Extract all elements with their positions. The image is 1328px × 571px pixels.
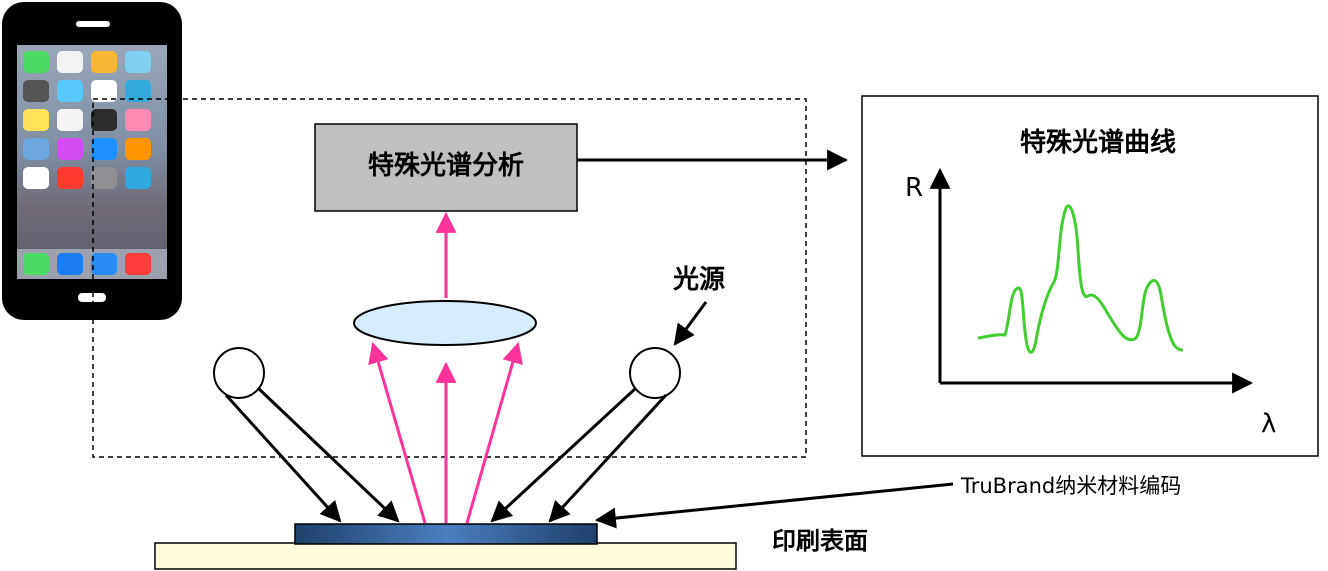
light-source-pointer bbox=[673, 301, 708, 346]
app-icon bbox=[57, 51, 83, 73]
analysis-box-label: 特殊光谱分析 bbox=[368, 150, 524, 181]
nano-material-layer bbox=[294, 523, 598, 545]
spectrum-curve bbox=[977, 204, 1184, 354]
app-grid bbox=[23, 51, 161, 189]
light-source-left bbox=[213, 347, 265, 399]
smartphone-icon bbox=[2, 2, 182, 320]
app-icon bbox=[91, 51, 117, 73]
app-icon bbox=[23, 109, 49, 131]
app-icon bbox=[91, 80, 117, 102]
lens bbox=[353, 300, 537, 346]
app-icon bbox=[23, 167, 49, 189]
material-label: TruBrand纳米材料编码 bbox=[960, 474, 1181, 498]
spectrum-panel bbox=[861, 95, 1319, 457]
surface-label: 印刷表面 bbox=[772, 527, 868, 555]
incident-light-arrow-left-1 bbox=[224, 393, 342, 523]
app-icon bbox=[23, 138, 49, 160]
phone-app-icon bbox=[23, 253, 49, 275]
light-source-right bbox=[629, 347, 681, 399]
reflected-light-arrow-right bbox=[465, 341, 523, 524]
music-app-icon bbox=[125, 253, 151, 275]
printed-surface bbox=[154, 542, 737, 570]
safari-app-icon bbox=[91, 253, 117, 275]
app-icon bbox=[125, 138, 151, 160]
phone-home-button bbox=[78, 293, 106, 302]
app-icon bbox=[23, 80, 49, 102]
material-pointer bbox=[594, 482, 954, 529]
analysis-box bbox=[314, 123, 578, 212]
reflected-light-arrow-left bbox=[368, 341, 427, 524]
app-icon bbox=[91, 138, 117, 160]
app-icon bbox=[125, 51, 151, 73]
spectrum-panel-title: 特殊光谱曲线 bbox=[1020, 127, 1176, 158]
incident-light-arrow-right-1 bbox=[490, 386, 638, 523]
app-icon bbox=[125, 80, 151, 102]
light-source-label: 光源 bbox=[672, 265, 725, 295]
app-icon bbox=[91, 109, 117, 131]
app-icon bbox=[57, 109, 83, 131]
app-icon bbox=[125, 109, 151, 131]
x-axis-label: λ bbox=[1261, 409, 1276, 439]
app-icon bbox=[57, 138, 83, 160]
incident-light-arrow-right-2 bbox=[548, 393, 668, 523]
mail-app-icon bbox=[57, 253, 83, 275]
y-axis-label: R bbox=[905, 173, 923, 203]
device-boundary bbox=[92, 98, 807, 458]
app-icon bbox=[57, 80, 83, 102]
app-icon bbox=[23, 51, 49, 73]
phone-speaker bbox=[76, 21, 110, 27]
phone-dock bbox=[17, 249, 167, 279]
incident-light-arrow-left-2 bbox=[256, 386, 400, 523]
phone-screen bbox=[17, 45, 167, 279]
app-icon bbox=[57, 167, 83, 189]
app-icon bbox=[125, 167, 151, 189]
app-icon bbox=[91, 167, 117, 189]
